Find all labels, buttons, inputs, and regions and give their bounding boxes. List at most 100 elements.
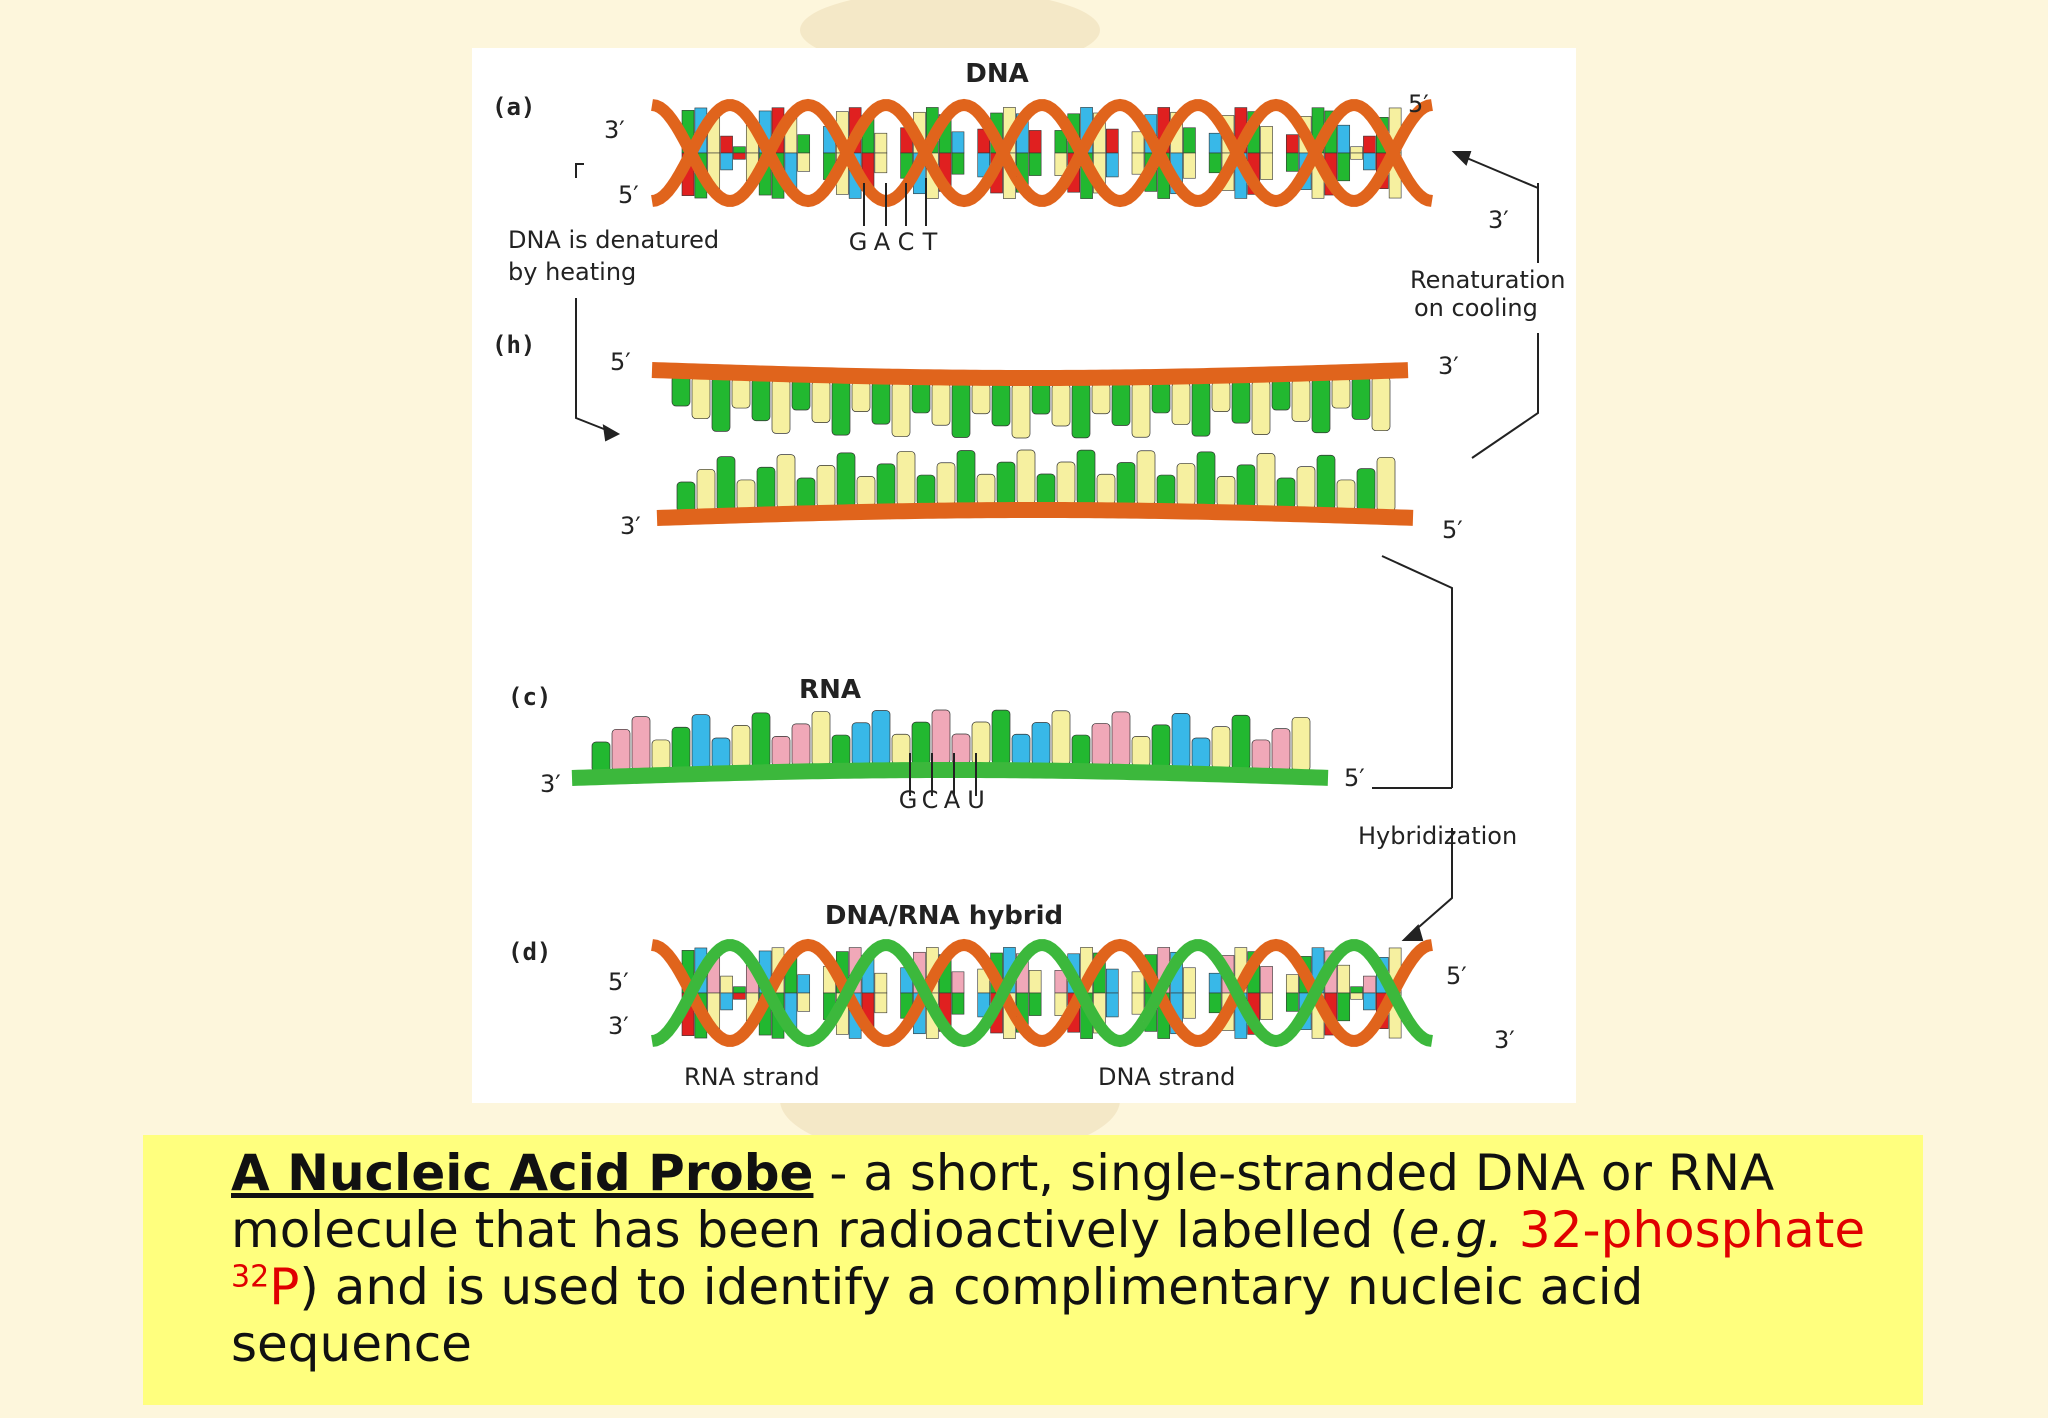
base-pair: [1350, 152, 1363, 160]
base: [1171, 713, 1191, 768]
end-label-5prime: 5′: [610, 348, 631, 376]
base: [651, 739, 671, 771]
base: [811, 380, 831, 423]
base-pair: [1208, 152, 1222, 174]
denature-note: by heating: [508, 258, 636, 286]
base: [1251, 380, 1271, 435]
base-pair: [874, 132, 888, 154]
base-pair: [1131, 131, 1145, 154]
base: [1231, 714, 1251, 770]
panel-label-c: (c): [508, 683, 551, 711]
figure-label: T: [922, 228, 938, 256]
base-pair: [1260, 966, 1273, 994]
base: [936, 462, 956, 506]
end-label-3prime: 3′: [1488, 206, 1509, 234]
base: [1296, 466, 1316, 509]
end-label-3prime: 3′: [620, 512, 641, 540]
base: [856, 475, 876, 507]
caption-isotope-sup: 32: [231, 1259, 270, 1295]
denatured-dna-strands: [651, 362, 1414, 526]
dna-strand-label: DNA strand: [1098, 1063, 1235, 1091]
base-pair: [1028, 992, 1042, 1016]
base: [1076, 449, 1096, 505]
base-pair: [733, 152, 746, 160]
base: [791, 723, 811, 767]
base: [591, 741, 611, 773]
base: [1171, 382, 1191, 425]
base: [676, 481, 696, 513]
base: [911, 382, 931, 414]
end-label-5prime: 5′: [1408, 90, 1429, 118]
rna-title: RNA: [799, 675, 861, 705]
base: [911, 721, 931, 765]
dna-base-letters: G A C T: [849, 228, 938, 256]
base-pair: [1337, 992, 1351, 1022]
base: [1251, 739, 1271, 771]
figure-label: A: [874, 228, 891, 256]
base-pair: [1208, 972, 1222, 994]
end-label-5prime: 5′: [608, 968, 629, 996]
base: [916, 474, 936, 506]
dna-rna-hybrid-helix: [651, 938, 1433, 1048]
base: [1211, 381, 1231, 413]
base-pair: [1105, 152, 1119, 178]
base-pair: [797, 974, 811, 994]
base-pair: [1054, 992, 1068, 1016]
base: [1031, 383, 1051, 415]
base-pair: [1337, 152, 1351, 182]
base: [671, 726, 691, 770]
base: [1276, 477, 1296, 509]
base-pair: [1028, 130, 1042, 154]
hybrid-title: DNA/RNA hybrid: [825, 901, 1063, 931]
base: [1271, 379, 1291, 411]
base: [1111, 383, 1131, 426]
base: [1336, 479, 1356, 511]
base-pair: [720, 975, 733, 994]
end-label-3prime: 3′: [608, 1012, 629, 1040]
denature-arrow: [575, 163, 621, 442]
base-pair: [1183, 152, 1196, 179]
base: [1311, 378, 1331, 434]
base: [631, 716, 651, 771]
base: [1131, 735, 1151, 767]
base: [811, 711, 831, 766]
figure-label: C: [898, 228, 915, 256]
base: [931, 709, 951, 765]
hybridization-note: Hybridization: [1358, 822, 1517, 850]
base: [1376, 456, 1396, 512]
base-pair: [1131, 992, 1145, 1015]
base-pair: [951, 992, 965, 1015]
caption-body: ) and is used to identify a complimentar…: [231, 1258, 1644, 1373]
base: [1211, 726, 1231, 769]
base-pair: [720, 135, 733, 154]
caption-text: A Nucleic Acid Probe - a short, single-s…: [231, 1145, 1891, 1373]
base: [776, 454, 796, 509]
base-pair: [1350, 146, 1363, 154]
base: [1091, 383, 1111, 415]
base: [1051, 710, 1071, 766]
base: [896, 451, 916, 506]
base-pair: [1260, 152, 1273, 180]
base: [696, 468, 716, 512]
backbone-strand: [651, 98, 1433, 207]
base: [991, 709, 1011, 765]
base: [796, 477, 816, 509]
base: [816, 465, 836, 508]
base: [671, 375, 691, 407]
base: [1111, 711, 1131, 767]
base: [1236, 464, 1256, 508]
base-pair: [1105, 128, 1119, 154]
base-pair: [1285, 134, 1299, 154]
rna-probe-strand: [571, 709, 1329, 786]
caption-box: A Nucleic Acid Probe - a short, single-s…: [143, 1135, 1923, 1405]
figure-label: C: [922, 786, 939, 814]
backbone-strand: [651, 939, 1433, 1048]
base: [1151, 382, 1171, 414]
base-pair: [1183, 992, 1196, 1019]
base: [1356, 468, 1376, 511]
base: [716, 456, 736, 511]
base-pair: [733, 146, 746, 154]
base: [1011, 383, 1031, 439]
figure-label: G: [849, 228, 868, 256]
base: [951, 383, 971, 438]
